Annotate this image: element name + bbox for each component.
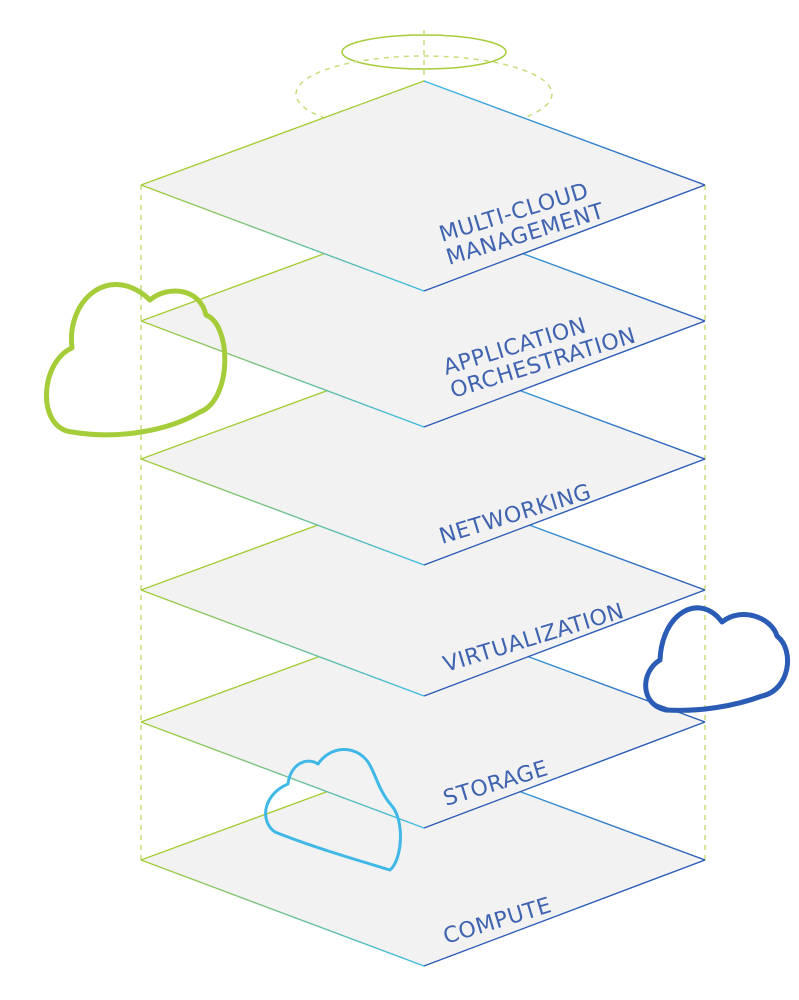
plate-multi-cloud-management <box>140 80 706 292</box>
plate-edge-front-left <box>140 458 425 566</box>
layer-plates <box>140 80 706 967</box>
plate-edge-front-right <box>423 320 706 428</box>
green-cloud-icon <box>44 282 228 438</box>
plate-edge-back-right <box>423 80 706 186</box>
plate-edge-front-right <box>423 589 706 697</box>
plate-virtualization <box>140 485 706 697</box>
plate-edge-front-left <box>140 721 425 829</box>
cyan-cloud-icon <box>264 748 402 872</box>
plate-compute <box>140 755 706 967</box>
plate-edge-front-left <box>140 184 425 292</box>
plate-edge-back-left <box>140 80 425 186</box>
plate-edge-front-right <box>423 721 706 829</box>
plate-edge-front-right <box>423 458 706 566</box>
navy-cloud-icon <box>643 605 791 713</box>
plate-edge-front-left <box>140 859 425 967</box>
plate-edge-front-left <box>140 320 425 428</box>
plate-edge-front-left <box>140 589 425 697</box>
frame-lines <box>140 185 706 862</box>
plate-edge-front-right <box>423 184 706 292</box>
plate-surface <box>141 81 705 291</box>
plate-edge-front-right <box>423 859 706 967</box>
